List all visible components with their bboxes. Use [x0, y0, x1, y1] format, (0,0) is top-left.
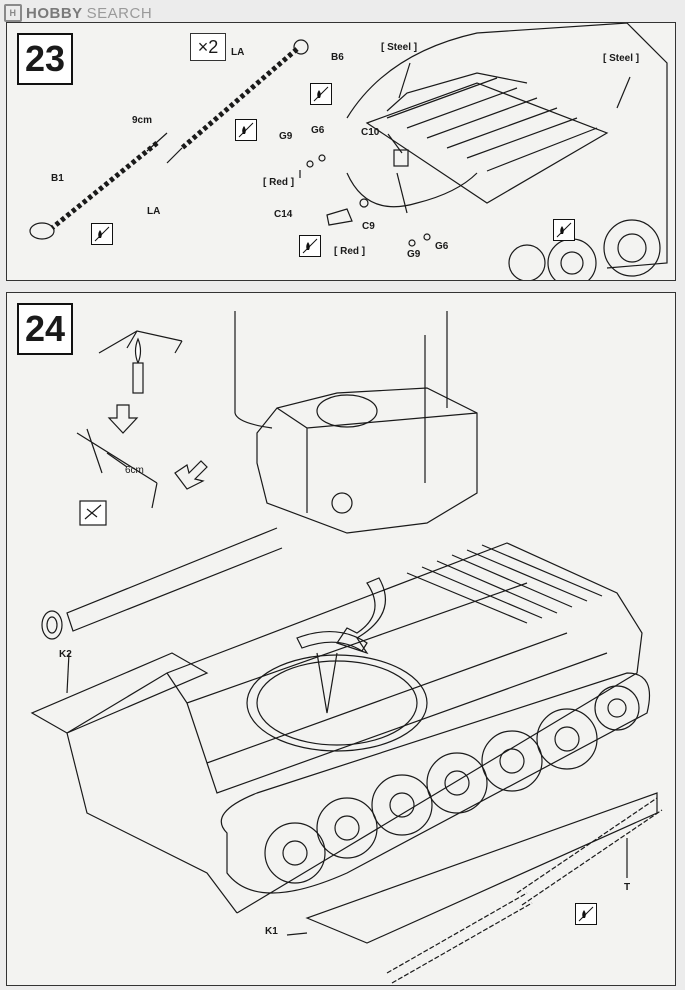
label-k2: K2	[59, 649, 72, 660]
step-number: 24	[17, 303, 73, 355]
label-k1: K1	[265, 926, 278, 937]
glue-icon	[575, 903, 597, 925]
glue-icon	[91, 223, 113, 245]
label-g6-bottom: G6	[435, 241, 449, 252]
label-c10: C10	[361, 127, 380, 138]
label-b1: B1	[51, 173, 64, 184]
label-dim-6cm: 6cm	[125, 465, 144, 476]
label-b6: B6	[331, 52, 344, 63]
label-g6-top: G6	[311, 125, 325, 136]
label-la-bottom: LA	[147, 206, 161, 217]
glue-icon	[553, 219, 575, 241]
step-23-drawing	[29, 23, 668, 280]
glue-icon	[310, 83, 332, 105]
label-g9-bottom: G9	[407, 249, 421, 260]
step-number: 23	[17, 33, 73, 85]
label-g9-top: G9	[279, 131, 293, 142]
watermark-logo-icon: H	[4, 4, 22, 22]
watermark: H HOBBY SEARCH	[4, 2, 152, 24]
label-t: T	[624, 882, 631, 893]
watermark-word: SEARCH	[86, 4, 153, 22]
watermark-brand: HOBBY	[26, 4, 83, 22]
step-24-drawing	[30, 311, 663, 984]
step-24-panel: 24	[6, 292, 676, 986]
label-c14: C14	[274, 209, 293, 220]
label-la-top: LA	[231, 47, 245, 58]
label-steel-left: [ Steel ]	[381, 42, 418, 53]
glue-icon	[235, 119, 257, 141]
quantity-label: ×2	[190, 33, 226, 61]
label-red-bottom: [ Red ]	[334, 246, 366, 257]
label-c9: C9	[362, 221, 375, 232]
step-23-panel: 23 ×2	[6, 22, 676, 281]
glue-icon	[299, 235, 321, 257]
label-dim-9cm: 9cm	[132, 115, 153, 126]
label-steel-right: [ Steel ]	[603, 53, 640, 64]
label-red-top: [ Red ]	[263, 177, 295, 188]
